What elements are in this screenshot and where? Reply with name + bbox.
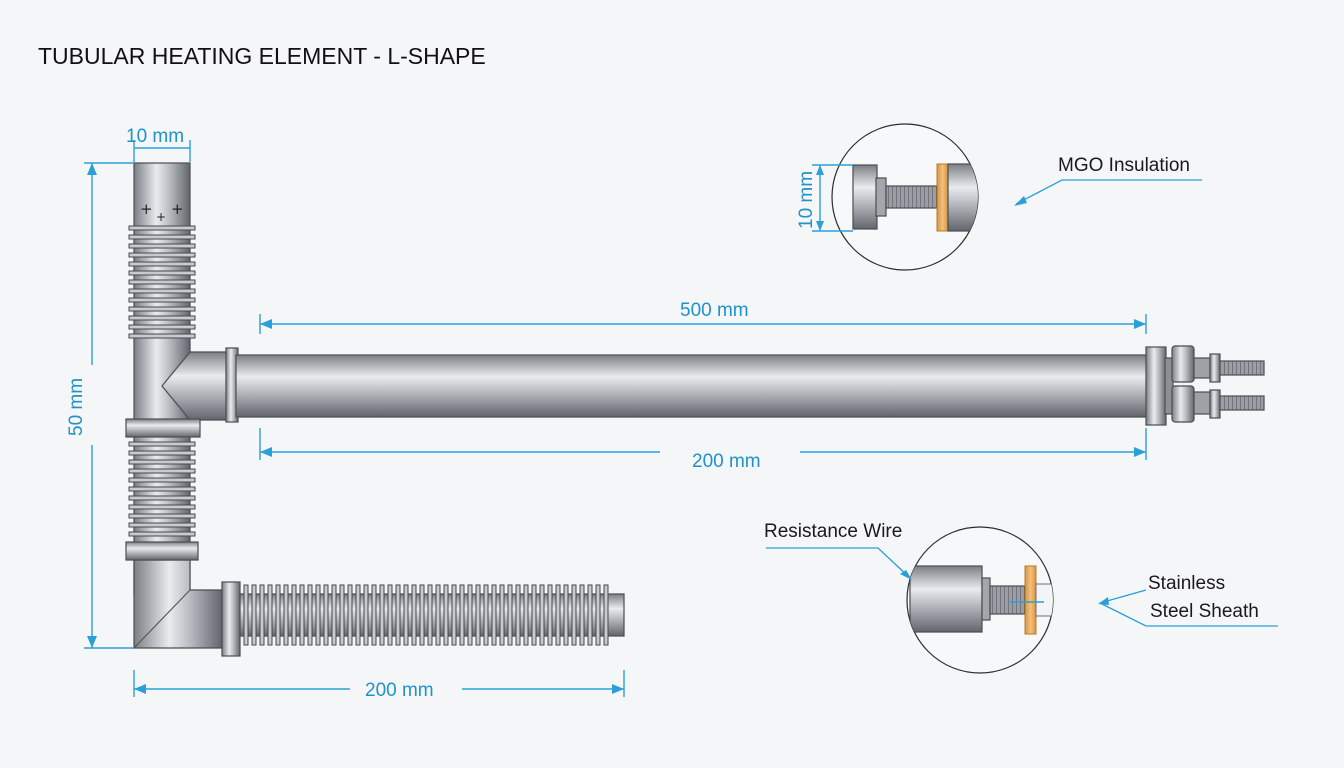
fin-rib — [128, 270, 196, 276]
fin-rib — [555, 584, 561, 646]
lower-fin-set — [128, 441, 196, 537]
fin-rib — [128, 333, 196, 339]
fin-rib — [339, 584, 345, 646]
fin-rib — [483, 584, 489, 646]
fin-rib — [128, 243, 196, 249]
sheath-label-line1: Stainless — [1148, 573, 1225, 594]
fin-rib — [128, 225, 196, 231]
dimension-bottom-length: 200 mm — [133, 670, 625, 701]
fin-rib — [128, 441, 196, 447]
dimension-vertical-height: 50 mm — [66, 162, 134, 649]
fin-rib — [379, 584, 385, 646]
fin-rib — [128, 513, 196, 519]
fin-rib — [499, 584, 505, 646]
fin-rib — [419, 584, 425, 646]
fin-rib — [467, 584, 473, 646]
fin-rib — [315, 584, 321, 646]
fin-rib — [128, 324, 196, 330]
fin-rib — [395, 584, 401, 646]
dim-upper-length-label: 500 mm — [680, 300, 749, 321]
fin-rib — [243, 584, 249, 646]
fin-rib — [515, 584, 521, 646]
fin-rib — [443, 584, 449, 646]
fin-rib — [579, 584, 585, 646]
fin-rib — [128, 306, 196, 312]
dimension-middle-length: 200 mm — [259, 428, 1147, 472]
fin-rib — [128, 315, 196, 321]
fin-rib — [128, 468, 196, 474]
fin-rib — [128, 288, 196, 294]
fin-rib — [128, 495, 196, 501]
fin-rib — [128, 504, 196, 510]
fin-rib — [128, 522, 196, 528]
fin-rib — [355, 584, 361, 646]
fin-rib — [347, 584, 353, 646]
svg-text:+: + — [156, 210, 166, 224]
fin-rib — [411, 584, 417, 646]
fin-rib — [128, 279, 196, 285]
fin-rib — [387, 584, 393, 646]
fin-rib — [128, 531, 196, 537]
fin-rib — [323, 584, 329, 646]
fin-rib — [435, 584, 441, 646]
fin-rib — [603, 584, 609, 646]
resistance-wire-label: Resistance Wire — [764, 521, 902, 542]
dim-tube-diameter-label: 10 mm — [126, 126, 184, 147]
fin-rib — [595, 584, 601, 646]
fin-rib — [307, 584, 313, 646]
fin-rib — [531, 584, 537, 646]
sheath-label-line2: Steel Sheath — [1150, 601, 1259, 622]
fin-rib — [283, 584, 289, 646]
fin-rib — [251, 584, 257, 646]
fin-rib — [331, 584, 337, 646]
fin-rib — [563, 584, 569, 646]
fin-rib — [475, 584, 481, 646]
svg-text:+: + — [140, 200, 153, 218]
fin-rib — [523, 584, 529, 646]
fin-rib — [128, 459, 196, 465]
fin-rib — [363, 584, 369, 646]
mgo-insulation-label: MGO Insulation — [1058, 155, 1190, 176]
dimension-upper-length: 500 mm — [259, 300, 1147, 334]
fin-rib — [128, 486, 196, 492]
fin-rib — [267, 584, 273, 646]
diagram-title: TUBULAR HEATING ELEMENT - L-SHAPE — [38, 43, 486, 69]
fin-rib — [427, 584, 433, 646]
dim-detail-diameter-label: 10 mm — [796, 171, 817, 229]
fin-rib — [299, 584, 305, 646]
dimension-tube-diameter: 10 mm — [126, 126, 191, 162]
detail-resistance-wire: Resistance Wire Stainless Steel Sheath — [764, 521, 1278, 674]
fin-rib — [128, 477, 196, 483]
detail-mgo-insulation: 10 mm MGO Insulation — [796, 123, 1202, 271]
fin-rib — [403, 584, 409, 646]
fin-rib — [507, 584, 513, 646]
fin-rib — [547, 584, 553, 646]
dim-vertical-height-label: 50 mm — [66, 378, 87, 436]
svg-text:+: + — [171, 200, 184, 218]
fin-rib — [128, 252, 196, 258]
fin-rib — [128, 261, 196, 267]
fin-rib — [128, 297, 196, 303]
dim-bottom-length-label: 200 mm — [365, 680, 434, 701]
fin-rib — [451, 584, 457, 646]
tee-junction — [125, 351, 231, 561]
fin-rib — [371, 584, 377, 646]
fin-rib — [128, 234, 196, 240]
dim-middle-length-label: 200 mm — [692, 451, 761, 472]
fin-rib — [259, 584, 265, 646]
fin-rib — [539, 584, 545, 646]
upper-fin-set — [128, 225, 196, 339]
fin-rib — [491, 584, 497, 646]
fin-rib — [275, 584, 281, 646]
fin-rib — [571, 584, 577, 646]
fin-rib — [291, 584, 297, 646]
fin-rib — [128, 450, 196, 456]
bottom-tube — [221, 581, 625, 657]
fin-rib — [587, 584, 593, 646]
fin-rib — [459, 584, 465, 646]
horizontal-tube — [225, 345, 1265, 426]
